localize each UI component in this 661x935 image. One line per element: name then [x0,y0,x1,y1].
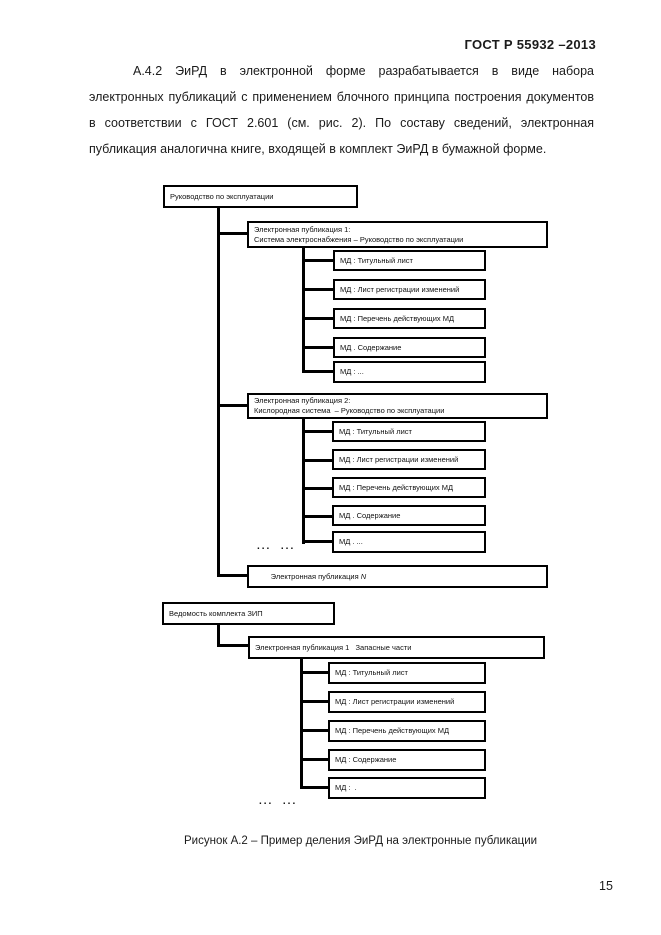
md-box: МД : Титульный лист [332,421,486,442]
md-box: МД : Лист регистрации изменений [332,449,486,470]
md-box: МД : Перечень действующих МД [333,308,486,329]
connector-line [300,729,329,732]
connector-line [302,288,334,291]
connector-line [302,259,334,262]
epn-box: Электронная публикация N [247,565,548,588]
connector-line [302,247,305,373]
connector-line [302,418,305,544]
ep2-line1: Электронная публикация 2: [254,396,351,405]
document-number-header: ГОСТ Р 55932 –2013 [464,37,596,52]
md-box: МД : . [328,777,486,799]
connector-line [302,346,334,349]
connector-line [300,671,329,674]
epn-variable-n: N [360,571,367,581]
ep2-box: Электронная публикация 2: Кислородная си… [247,393,548,419]
paragraph-a-4-2: А.4.2 ЭиРД в электронной форме разрабаты… [89,64,594,156]
md-box: МД : Титульный лист [328,662,486,684]
tree2-ep-box: Электронная публикация 1 Запасные части [248,636,545,659]
connector-line [302,487,333,490]
ep2-line2: Кислородная система – Руководство по экс… [254,406,445,415]
md-box: МД : Содержание [328,749,486,771]
connector-line [302,459,333,462]
connector-line [217,624,220,647]
connector-line [302,370,334,373]
ep1-box: Электронная публикация 1: Система электр… [247,221,548,248]
connector-line [300,658,303,789]
md-box: МД . Содержание [332,505,486,526]
md-box: МД . Содержание [333,337,486,358]
connector-line [300,700,329,703]
md-box: МД : Перечень действующих МД [332,477,486,498]
tree2-root-box: Ведомость комплекта ЗИП [162,602,335,625]
connector-line [217,232,248,235]
connector-line [302,515,333,518]
connector-line [302,430,333,433]
page-number: 15 [599,879,613,893]
ellipsis-dots: ... ... [257,541,296,552]
md-box: МД : Лист регистрации изменений [328,691,486,713]
md-box: МД . ... [332,531,486,553]
connector-line [302,540,333,543]
md-box: МД : ... [333,361,486,383]
ep1-line1: Электронная публикация 1: [254,224,351,234]
connector-line [217,404,248,407]
md-box: МД : Титульный лист [333,250,486,271]
ep1-line2: Система электроснабжения – Руководство п… [254,234,464,244]
connector-line [302,317,334,320]
md-box: МД : Лист регистрации изменений [333,279,486,300]
connector-line [217,644,249,647]
ellipsis-dots: ... ... [259,796,298,807]
figure-caption: Рисунок А.2 – Пример деления ЭиРД на эле… [184,835,538,847]
connector-line [300,758,329,761]
epn-label: Электронная публикация [270,571,361,581]
md-box: МД : Перечень действующих МД [328,720,486,742]
tree1-root-box: Руководство по эксплуатации [163,185,358,208]
connector-line [217,207,220,577]
connector-line [217,574,248,577]
connector-line [300,786,329,789]
